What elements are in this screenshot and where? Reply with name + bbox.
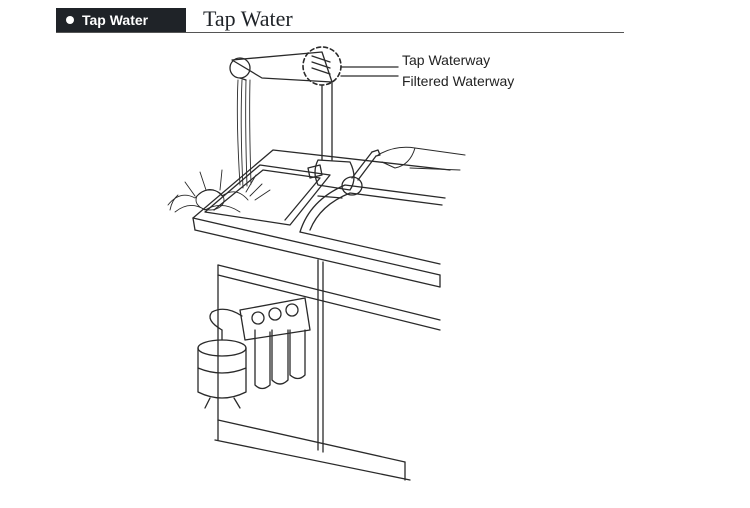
water-stream [236,79,252,189]
sink-left [204,164,331,226]
sink-right [299,184,446,265]
waterway-callout-marker [302,46,399,86]
header-badge-label: Tap Water [82,12,149,28]
bullet-dot-icon [66,16,74,24]
header-badge: Tap Water [56,8,186,32]
vegetables-sketch [167,169,271,213]
water-filter-system [239,297,311,390]
page-title: Tap Water [203,6,293,31]
header-divider [56,32,624,33]
faucet [229,51,381,199]
hand-sketch [377,146,466,171]
pressure-tank [197,329,247,409]
callout-tap-waterway: Tap Waterway [402,52,491,68]
cabinet [214,259,441,481]
callout-filtered-waterway: Filtered Waterway [402,73,515,89]
countertop [192,149,451,288]
tank-tube [209,308,243,331]
